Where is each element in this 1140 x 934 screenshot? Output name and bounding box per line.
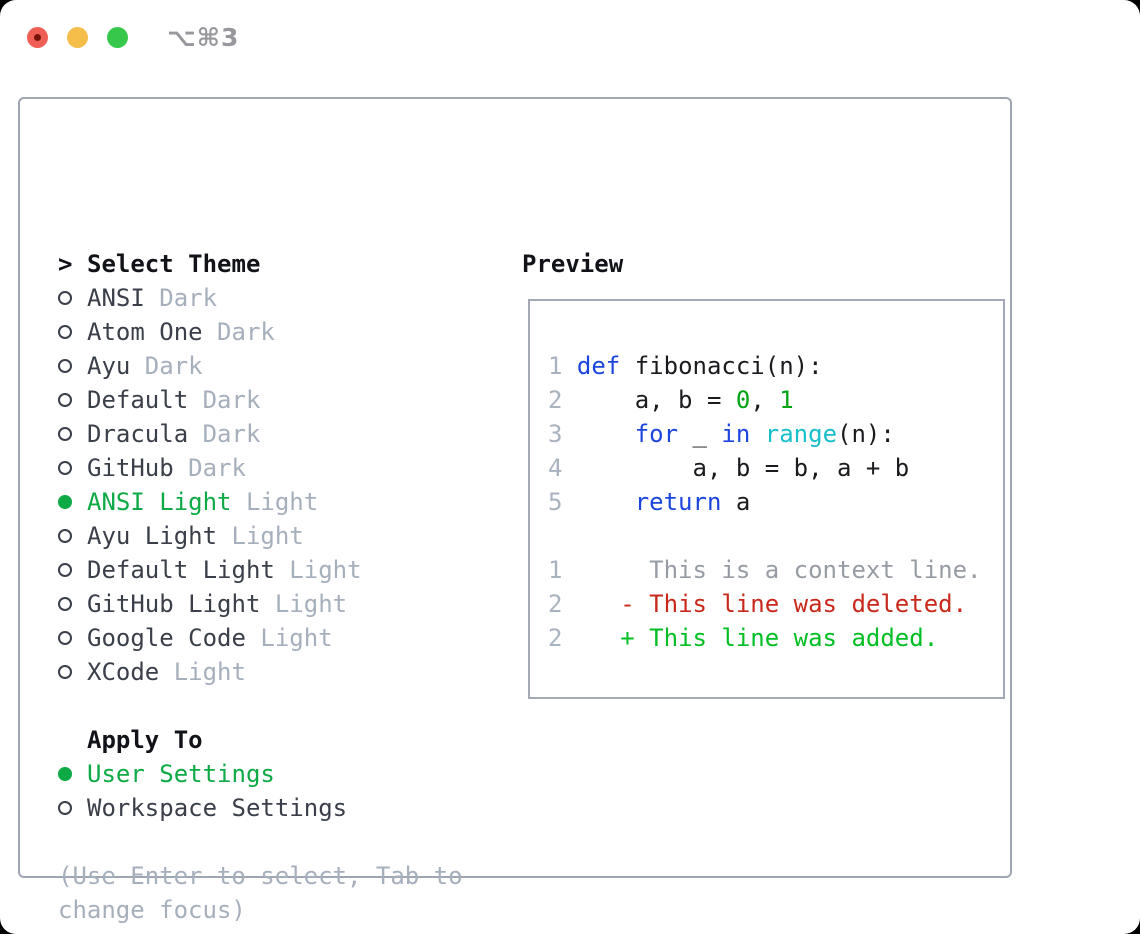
radio-slot	[58, 359, 87, 373]
code-line-2: 2 a, b = 0, 1	[548, 386, 794, 414]
option-variant-tag: Light	[260, 590, 348, 618]
radio-unselected-icon	[58, 461, 72, 475]
option-variant-tag: Light	[217, 522, 304, 550]
preview-title: Preview	[522, 250, 624, 278]
option-variant-tag: Light	[159, 658, 246, 686]
apply-option-user-settings[interactable]: User Settings	[58, 757, 498, 791]
option-label: User Settings	[87, 760, 275, 788]
window-title-shortcut: ⌥⌘3	[167, 23, 240, 52]
option-label: Atom One Dark	[87, 318, 275, 346]
option-label: Dracula Dark	[87, 420, 261, 448]
radio-unselected-icon	[58, 359, 72, 373]
diff-line-context: 1 This is a context line.	[548, 556, 982, 584]
option-variant-tag: Dark	[202, 318, 275, 346]
theme-option-default-light-light[interactable]: Default Light Light	[58, 553, 498, 587]
radio-slot	[58, 461, 87, 475]
radio-unselected-icon	[58, 291, 72, 305]
radio-unselected-icon	[58, 801, 72, 815]
option-variant-tag: Light	[274, 556, 362, 584]
option-variant-tag: Dark	[144, 284, 218, 312]
code-line-5: 5 return a	[548, 488, 751, 516]
radio-slot	[58, 801, 87, 815]
option-variant-tag: Dark	[173, 454, 246, 482]
preview-box: 1 def fibonacci(n): 2 a, b = 0, 1 3 for _ …	[528, 299, 1005, 699]
blank-line	[548, 519, 1003, 553]
theme-option-xcode-light[interactable]: XCode Light	[58, 655, 498, 689]
theme-option-ansi-light-light[interactable]: ANSI Light Light	[58, 485, 498, 519]
radio-unselected-icon	[58, 665, 72, 679]
radio-unselected-icon	[58, 393, 72, 407]
radio-slot	[58, 665, 87, 679]
help-text-line-1: (Use Enter to select, Tab to	[58, 862, 463, 890]
selection-caret-icon: >	[58, 250, 73, 278]
option-variant-tag: Light	[231, 488, 319, 516]
radio-slot	[58, 291, 87, 305]
apply-option-workspace-settings[interactable]: Workspace Settings	[58, 791, 498, 825]
radio-slot	[58, 597, 87, 611]
radio-slot	[58, 767, 87, 781]
apply-to-title: Apply To	[87, 726, 203, 754]
option-label: XCode Light	[87, 658, 246, 686]
close-button[interactable]	[27, 27, 48, 48]
option-label: Google Code Light	[87, 624, 333, 652]
zoom-button[interactable]	[107, 27, 128, 48]
option-label: GitHub Light Light	[87, 590, 348, 618]
radio-slot	[58, 325, 87, 339]
diff-line-added: 2 + This line was added.	[548, 624, 939, 652]
radio-slot	[58, 495, 87, 509]
select-theme-header: > Select Theme	[58, 247, 498, 281]
theme-option-atom-one-dark[interactable]: Atom One Dark	[58, 315, 498, 349]
radio-slot	[58, 393, 87, 407]
radio-unselected-icon	[58, 597, 72, 611]
option-label: Ayu Dark	[87, 352, 203, 380]
theme-option-dracula-dark[interactable]: Dracula Dark	[58, 417, 498, 451]
radio-unselected-icon	[58, 563, 72, 577]
option-label: Default Light Light	[87, 556, 362, 584]
theme-option-ayu-dark[interactable]: Ayu Dark	[58, 349, 498, 383]
option-variant-tag: Light	[245, 624, 333, 652]
select-theme-title: Select Theme	[87, 250, 261, 278]
theme-option-ayu-light-light[interactable]: Ayu Light Light	[58, 519, 498, 553]
radio-slot	[58, 529, 87, 543]
option-variant-tag: Dark	[188, 420, 261, 448]
theme-option-google-code-light[interactable]: Google Code Light	[58, 621, 498, 655]
radio-unselected-icon	[58, 529, 72, 543]
unsaved-indicator-dot	[34, 34, 41, 41]
option-label: ANSI Light Light	[87, 488, 319, 516]
radio-unselected-icon	[58, 631, 72, 645]
option-variant-tag: Dark	[130, 352, 203, 380]
option-label: Default Dark	[87, 386, 261, 414]
spacer	[58, 825, 498, 859]
code-line-4: 4 a, b = b, a + b	[548, 454, 910, 482]
option-label: ANSI Dark	[87, 284, 218, 312]
traffic-lights	[27, 27, 128, 48]
radio-slot	[58, 427, 87, 441]
radio-slot	[58, 631, 87, 645]
theme-option-ansi-dark[interactable]: ANSI Dark	[58, 281, 498, 315]
radio-unselected-icon	[58, 325, 72, 339]
option-label: Workspace Settings	[87, 794, 348, 822]
option-variant-tag: Dark	[188, 386, 261, 414]
minimize-button[interactable]	[67, 27, 88, 48]
option-label: GitHub Dark	[87, 454, 246, 482]
help-text-line-2: change focus)	[58, 896, 246, 924]
spacer	[58, 689, 498, 723]
radio-slot	[58, 563, 87, 577]
theme-option-github-light-light[interactable]: GitHub Light Light	[58, 587, 498, 621]
radio-selected-icon	[58, 767, 72, 781]
theme-option-github-dark[interactable]: GitHub Dark	[58, 451, 498, 485]
code-line-1: 1 def fibonacci(n):	[548, 352, 823, 380]
diff-line-deleted: 2 - This line was deleted.	[548, 590, 968, 618]
apply-to-header-row: Apply To	[58, 723, 498, 757]
radio-selected-icon	[58, 495, 72, 509]
code-line-3: 3 for _ in range(n):	[548, 420, 895, 448]
radio-unselected-icon	[58, 427, 72, 441]
option-label: Ayu Light Light	[87, 522, 304, 550]
theme-option-default-dark[interactable]: Default Dark	[58, 383, 498, 417]
